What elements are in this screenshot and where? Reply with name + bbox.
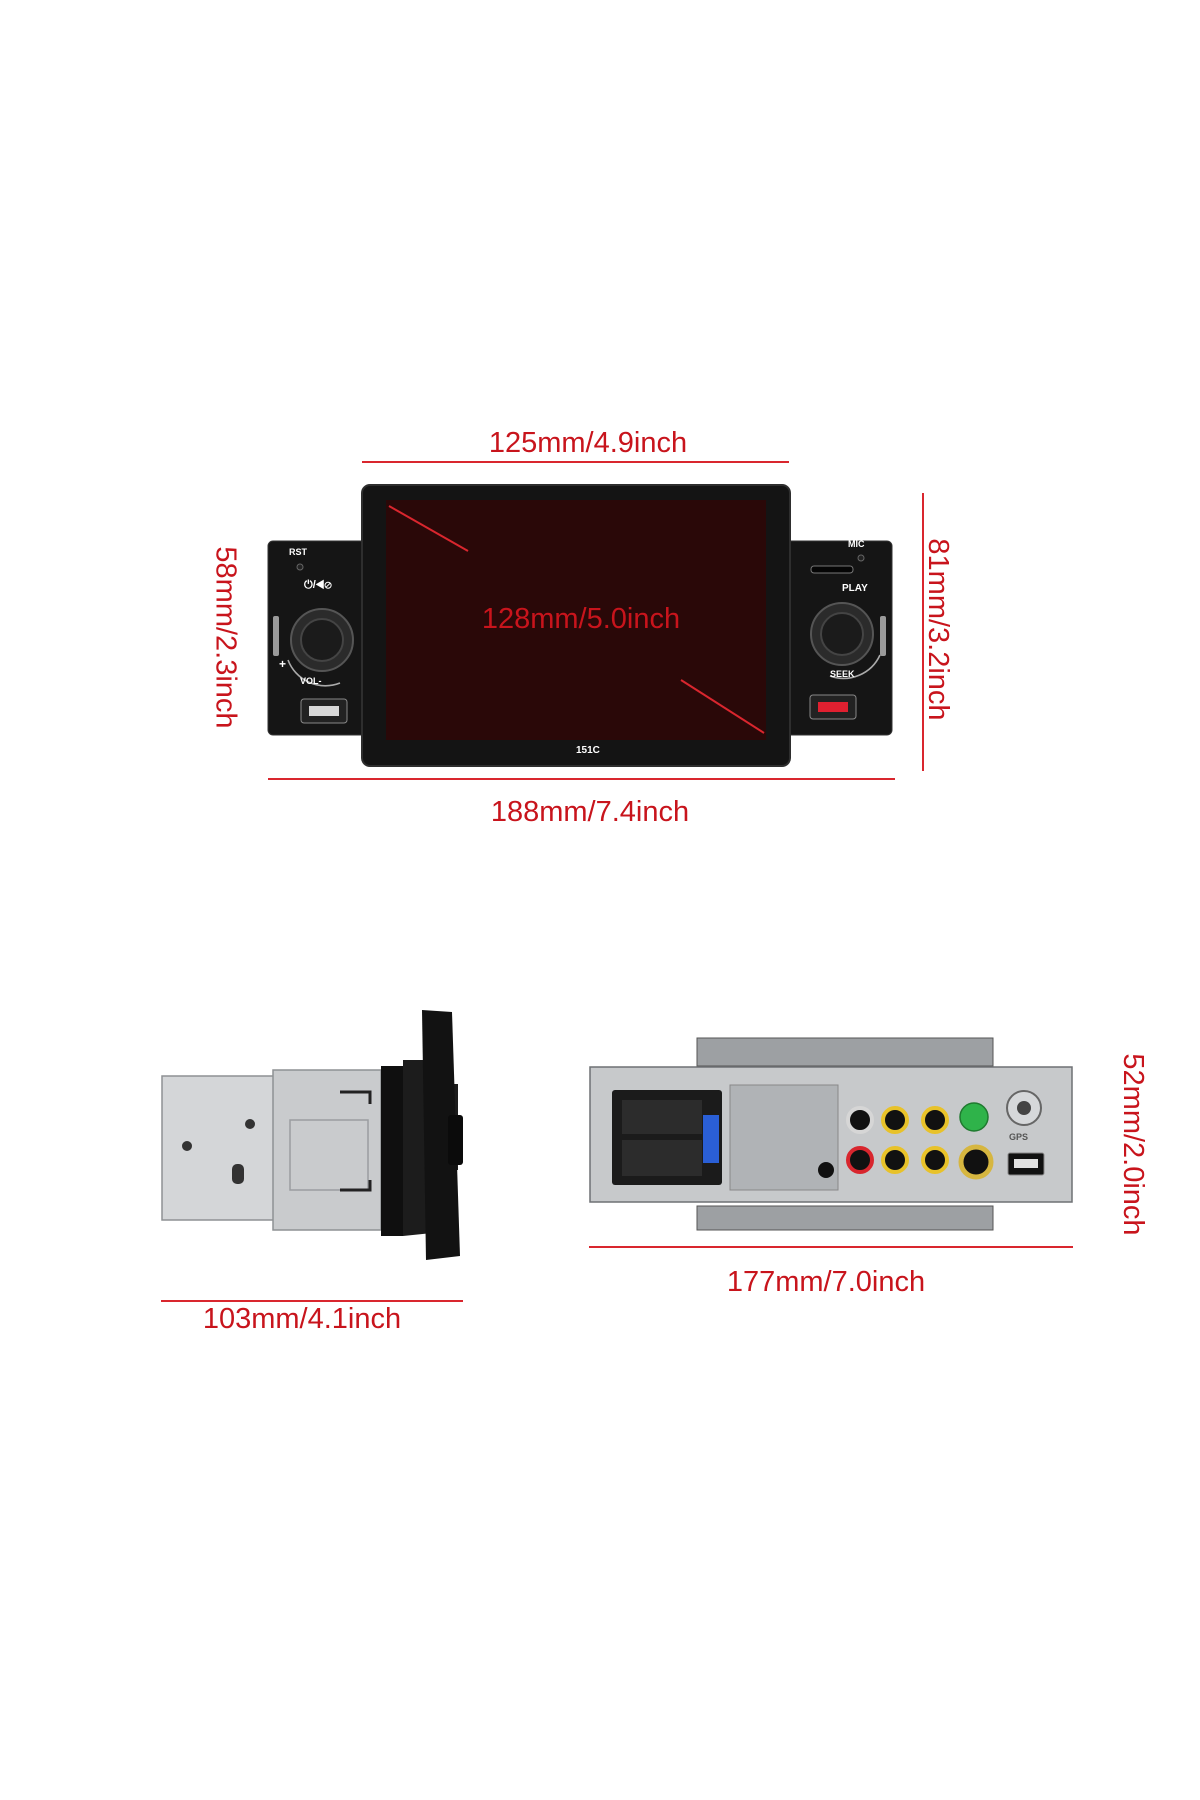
back-view-unit [589, 1037, 1073, 1231]
screen-diagonal-label: 128mm/5.0inch [481, 603, 681, 635]
diagonal-line-top [388, 505, 469, 552]
front-bottom-width-label: 188mm/7.4inch [490, 796, 690, 828]
back-width-label: 177mm/7.0inch [726, 1266, 926, 1298]
front-screen-unit [361, 484, 791, 767]
plus-label: + [279, 657, 287, 671]
front-left-housing [267, 540, 369, 736]
front-bottom-dimension-line [268, 778, 895, 780]
rst-label: RST [289, 547, 307, 557]
model-label: 151C [576, 745, 600, 756]
front-right-dimension-line [922, 493, 924, 771]
front-top-dimension-line [362, 461, 789, 463]
back-width-dimension-line [589, 1246, 1073, 1248]
mic-label: MIC [848, 539, 865, 549]
gps-label: GPS [1009, 1132, 1029, 1142]
vol-label: VOL- [300, 676, 322, 686]
side-view-unit [161, 1010, 463, 1260]
back-height-label: 52mm/2.0inch [1117, 1053, 1149, 1236]
side-depth-label: 103mm/4.1inch [202, 1303, 402, 1335]
side-depth-dimension-line [161, 1300, 463, 1302]
seek-label: SEEK [830, 669, 855, 679]
power-mute-label: ⏻/◀⊘ [304, 579, 332, 591]
diagonal-line-bottom [680, 679, 765, 734]
play-label: PLAY [842, 583, 868, 594]
front-top-width-label: 125mm/4.9inch [488, 427, 688, 459]
front-right-housing [785, 540, 893, 736]
